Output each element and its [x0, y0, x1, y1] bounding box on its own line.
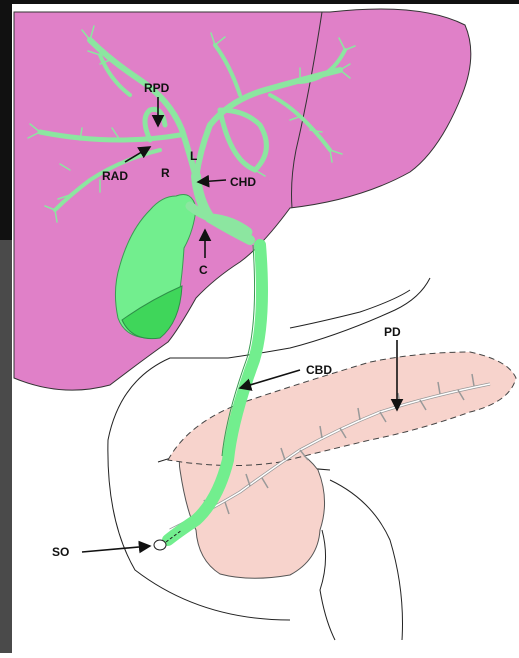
pancreas-body [168, 352, 516, 466]
left-frame-bottom [0, 240, 12, 653]
label-so: SO [52, 545, 69, 559]
intestine-curve-inner [320, 530, 335, 640]
left-frame-top [0, 0, 12, 240]
liver [14, 9, 471, 390]
label-l: L [190, 149, 197, 163]
label-chd: CHD [230, 175, 256, 189]
label-rad: RAD [102, 169, 128, 183]
stomach-outline [290, 290, 410, 328]
label-pd: PD [384, 325, 401, 339]
label-r: R [161, 166, 170, 180]
label-c: C [199, 263, 208, 277]
intestine-curve [330, 480, 403, 640]
label-cbd: CBD [306, 363, 332, 377]
top-frame [0, 0, 519, 4]
arrow-so [82, 546, 150, 552]
papilla [154, 540, 166, 550]
label-rpd: RPD [144, 81, 170, 95]
